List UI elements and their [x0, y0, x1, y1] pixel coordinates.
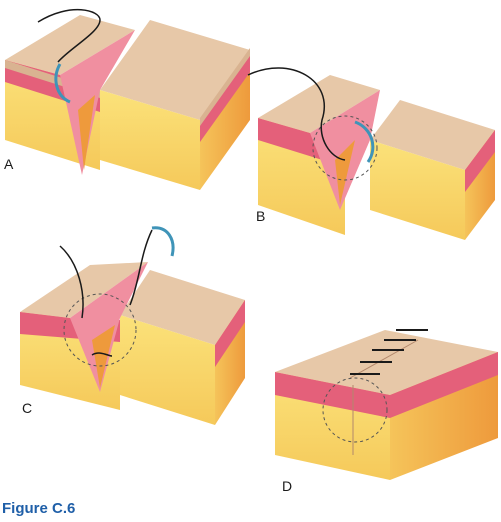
needle-icon — [354, 120, 375, 163]
wound-gap — [60, 30, 135, 175]
panel-d — [275, 329, 498, 480]
wound-fat — [78, 95, 95, 170]
wound-gap — [70, 262, 148, 392]
panel-label-d: D — [282, 478, 293, 494]
closed-incision — [349, 339, 419, 379]
suture-thread-icon — [59, 229, 153, 357]
interrupted-sutures — [350, 329, 428, 375]
panel-b — [247, 67, 495, 240]
suture-path-guide — [63, 293, 137, 367]
wound-fat — [92, 325, 115, 388]
panel-a — [5, 8, 250, 190]
needle-icon — [151, 226, 175, 257]
needle-icon — [54, 63, 71, 104]
panel-label-b: B — [256, 208, 266, 224]
suture-thread-icon — [37, 8, 101, 63]
suture-thread-icon — [247, 67, 346, 161]
skin-block-right — [370, 100, 495, 240]
skin-block-right — [100, 20, 250, 190]
panel-c — [20, 226, 245, 425]
suture-path-guide — [312, 115, 378, 181]
suture-path-guide — [322, 377, 388, 443]
figure-caption: Figure C.6 — [2, 500, 76, 517]
panel-label-c: C — [22, 400, 33, 416]
wound-fat — [335, 140, 355, 205]
panel-label-a: A — [4, 156, 14, 172]
skin-block-right — [120, 270, 245, 425]
